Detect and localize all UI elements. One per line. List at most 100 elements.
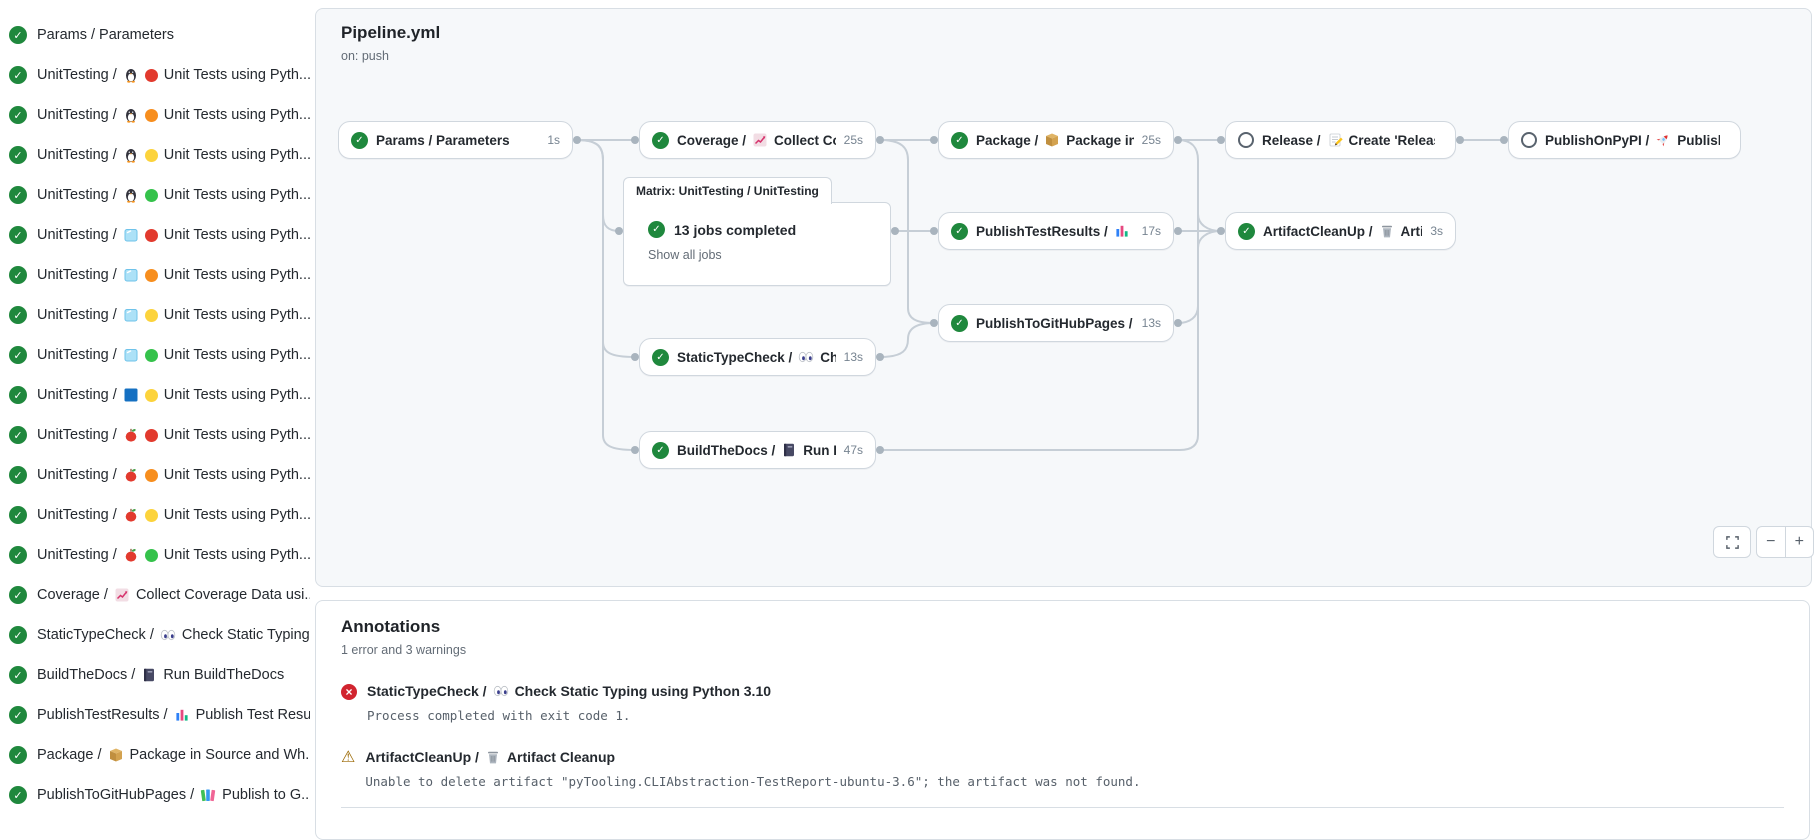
- annotations-panel: Annotations 1 error and 3 warnings Stati…: [315, 600, 1810, 840]
- chart-increasing-icon: [752, 132, 768, 148]
- ice-icon: [123, 307, 139, 323]
- show-all-jobs-link[interactable]: Show all jobs: [648, 248, 722, 262]
- matrix-summary: 13 jobs completed: [674, 221, 797, 238]
- job-label: Release /Create 'Release P...: [1262, 132, 1435, 148]
- job-status-icon: [951, 131, 968, 149]
- sidebar-job-list: Params / ParametersUnitTesting /Unit Tes…: [0, 15, 310, 815]
- matrix-group-card[interactable]: 13 jobs completed Show all jobs: [623, 202, 891, 286]
- sidebar-job-item[interactable]: UnitTesting /Unit Tests using Pyth...: [0, 415, 310, 455]
- success-icon: [9, 786, 27, 804]
- zoom-in-button[interactable]: +: [1794, 533, 1804, 550]
- rocket-icon: [1655, 132, 1671, 148]
- sidebar-job-label: UnitTesting /Unit Tests using Pyth...: [37, 547, 310, 563]
- sidebar-job-label: UnitTesting /Unit Tests using Pyth...: [37, 467, 310, 483]
- graph-node-artifact-cleanup[interactable]: ArtifactCleanUp /Artifac... 3s: [1225, 212, 1456, 250]
- sidebar-job-item[interactable]: UnitTesting /Unit Tests using Pyth...: [0, 175, 310, 215]
- job-label: Package /Package in So...: [976, 132, 1134, 148]
- sidebar-job-label: UnitTesting /Unit Tests using Pyth...: [37, 307, 310, 323]
- python-version-dot: [144, 468, 158, 482]
- sidebar-job-item[interactable]: UnitTesting /Unit Tests using Pyth...: [0, 295, 310, 335]
- bar-chart-icon: [1114, 223, 1130, 239]
- sidebar-job-label: UnitTesting /Unit Tests using Pyth...: [37, 427, 310, 443]
- sidebar-job-item[interactable]: UnitTesting /Unit Tests using Pyth...: [0, 375, 310, 415]
- success-icon: [9, 546, 27, 564]
- sidebar-job-item[interactable]: Package /Package in Source and Wh...: [0, 735, 310, 775]
- apple-icon: [123, 467, 139, 483]
- graph-node-publish-to-github-pages[interactable]: PublishToGitHubPages /... 13s: [938, 304, 1174, 342]
- job-label: BuildTheDocs /Run Buil...: [677, 442, 836, 458]
- bar-chart-icon: [174, 707, 190, 723]
- sidebar-job-item[interactable]: UnitTesting /Unit Tests using Pyth...: [0, 335, 310, 375]
- success-icon: [9, 146, 27, 164]
- graph-node-params[interactable]: Params / Parameters 1s: [338, 121, 573, 159]
- graph-node-build-the-docs[interactable]: BuildTheDocs /Run Buil... 47s: [639, 431, 876, 469]
- sidebar-job-item[interactable]: PublishToGitHubPages /Publish to G...: [0, 775, 310, 815]
- python-version-dot: [144, 148, 158, 162]
- fullscreen-button[interactable]: [1713, 526, 1751, 558]
- penguin-icon: [123, 107, 139, 123]
- sidebar-job-label: StaticTypeCheck /Check Static Typing...: [37, 627, 310, 643]
- sidebar-job-item[interactable]: Coverage /Collect Coverage Data usi...: [0, 575, 310, 615]
- penguin-icon: [123, 187, 139, 203]
- sidebar-job-item[interactable]: Params / Parameters: [0, 15, 310, 55]
- sidebar-job-label: UnitTesting /Unit Tests using Pyth...: [37, 227, 310, 243]
- sidebar-job-item[interactable]: UnitTesting /Unit Tests using Pyth...: [0, 255, 310, 295]
- annotation-job-link[interactable]: ArtifactCleanUp / Artifact Cleanup: [365, 749, 616, 765]
- python-version-dot: [144, 228, 158, 242]
- wastebasket-icon: [485, 749, 501, 765]
- ice-icon: [123, 267, 139, 283]
- books-icon: [200, 787, 216, 803]
- matrix-status-icon: [648, 221, 665, 238]
- job-label: PublishToGitHubPages /...: [976, 315, 1134, 331]
- sidebar-job-item[interactable]: StaticTypeCheck /Check Static Typing...: [0, 615, 310, 655]
- graph-node-publish-on-pypi[interactable]: PublishOnPyPI /Publish to ...: [1508, 121, 1741, 159]
- job-label: PublishTestResults /Pu...: [976, 223, 1134, 239]
- job-label: Coverage /Collect Cove...: [677, 132, 836, 148]
- sidebar-job-item[interactable]: UnitTesting /Unit Tests using Pyth...: [0, 55, 310, 95]
- sidebar-job-item[interactable]: UnitTesting /Unit Tests using Pyth...: [0, 495, 310, 535]
- success-icon: [9, 306, 27, 324]
- blue-square-icon: [123, 387, 139, 403]
- python-version-dot: [144, 508, 158, 522]
- apple-icon: [123, 427, 139, 443]
- memo-icon: [1327, 132, 1343, 148]
- sidebar-job-item[interactable]: UnitTesting /Unit Tests using Pyth...: [0, 95, 310, 135]
- success-icon: [9, 466, 27, 484]
- graph-node-coverage[interactable]: Coverage /Collect Cove... 25s: [639, 121, 876, 159]
- sidebar-job-label: UnitTesting /Unit Tests using Pyth...: [37, 267, 310, 283]
- job-label: StaticTypeCheck /Chec...: [677, 349, 836, 365]
- graph-edges: [573, 136, 1508, 454]
- sidebar-job-label: UnitTesting /Unit Tests using Pyth...: [37, 107, 310, 123]
- job-duration: 17s: [1141, 224, 1161, 238]
- annotation-detail: Unable to delete artifact "pyTooling.CLI…: [365, 774, 1141, 789]
- annotation-item-error: StaticTypeCheck / Check Static Typing us…: [341, 683, 1784, 723]
- graph-node-publish-test-results[interactable]: PublishTestResults /Pu... 17s: [938, 212, 1174, 250]
- sidebar-job-label: UnitTesting /Unit Tests using Pyth...: [37, 187, 310, 203]
- graph-node-release[interactable]: Release /Create 'Release P...: [1225, 121, 1456, 159]
- zoom-out-button[interactable]: −: [1757, 527, 1786, 557]
- sidebar-job-label: UnitTesting /Unit Tests using Pyth...: [37, 67, 310, 83]
- sidebar-job-item[interactable]: UnitTesting /Unit Tests using Pyth...: [0, 135, 310, 175]
- job-status-icon: [652, 441, 669, 459]
- graph-node-package[interactable]: Package /Package in So... 25s: [938, 121, 1174, 159]
- annotation-item-warning: ArtifactCleanUp / Artifact Cleanup Unabl…: [341, 749, 1784, 808]
- chart-increasing-icon: [114, 587, 130, 603]
- sidebar-job-label: BuildTheDocs /Run BuildTheDocs: [37, 667, 285, 683]
- success-icon: [9, 266, 27, 284]
- success-icon: [9, 26, 27, 44]
- sidebar-job-label: Coverage /Collect Coverage Data usi...: [37, 587, 310, 603]
- job-duration: 3s: [1430, 224, 1443, 238]
- job-status-icon: [1521, 132, 1537, 148]
- sidebar-job-item[interactable]: UnitTesting /Unit Tests using Pyth...: [0, 535, 310, 575]
- notebook-icon: [781, 442, 797, 458]
- sidebar-job-item[interactable]: UnitTesting /Unit Tests using Pyth...: [0, 215, 310, 255]
- sidebar-job-item[interactable]: BuildTheDocs /Run BuildTheDocs: [0, 655, 310, 695]
- sidebar-job-item[interactable]: PublishTestResults /Publish Test Resu...: [0, 695, 310, 735]
- annotation-job-link[interactable]: StaticTypeCheck / Check Static Typing us…: [367, 683, 772, 699]
- python-version-dot: [144, 348, 158, 362]
- sidebar-job-item[interactable]: UnitTesting /Unit Tests using Pyth...: [0, 455, 310, 495]
- job-label: Params / Parameters: [376, 132, 510, 148]
- apple-icon: [123, 507, 139, 523]
- graph-node-static-type-check[interactable]: StaticTypeCheck /Chec... 13s: [639, 338, 876, 376]
- penguin-icon: [123, 147, 139, 163]
